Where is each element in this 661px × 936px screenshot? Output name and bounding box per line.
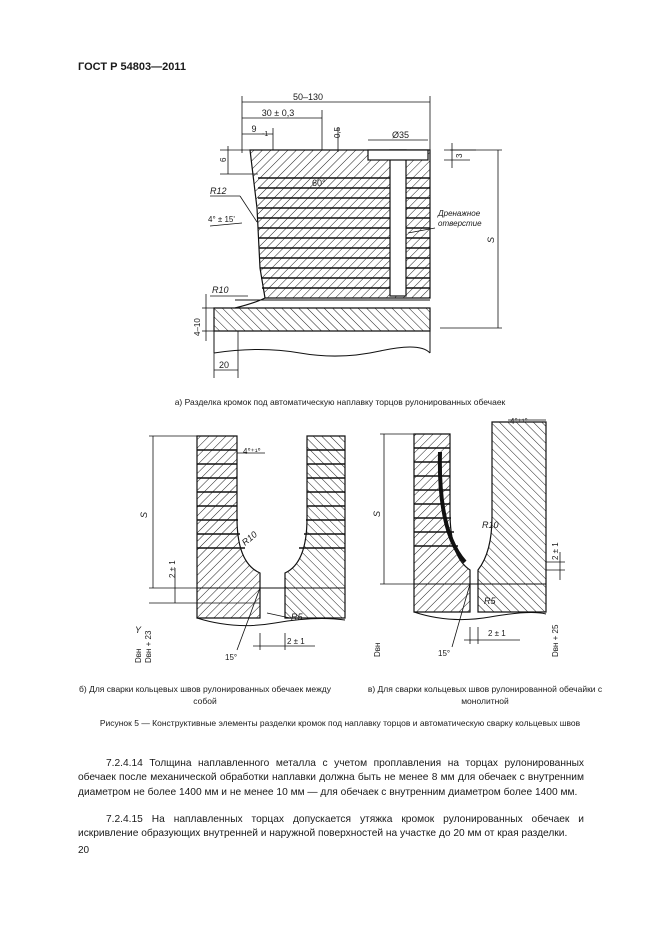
figure-a-drawing: 50–130 30 ± 0,3 9 -1 0,5 Ø35 6 3 60° R12… [193, 92, 502, 378]
dim-land: 9 [251, 124, 256, 134]
label-r10: R10 [212, 285, 229, 295]
label-r5: R5 [484, 596, 496, 606]
page-number: 20 [78, 845, 90, 856]
dim-base-gap: 4–10 [193, 318, 202, 336]
document-header: ГОСТ Р 54803—2011 [78, 61, 186, 73]
label-taper: 4° ± 15' [208, 215, 235, 224]
label-thickness-s: S [372, 511, 382, 517]
label-inner-diameter: Dвн [134, 649, 143, 663]
label-r10: R10 [240, 529, 259, 547]
paragraph-7-2-4-14: 7.2.4.14 Толщина наплавленного металла с… [78, 758, 584, 798]
paragraph-7-2-4-15: 7.2.4.15 На наплавленных торцах допускае… [78, 814, 584, 840]
figure-caption: Рисунок 5 — Конструктивные элементы разд… [99, 718, 581, 728]
label-inner-diameter: Dвн [373, 643, 382, 657]
dim-root-gap: 2 ± 1 [287, 637, 305, 646]
dim-root-gap: 2 ± 1 [488, 629, 506, 638]
label-thickness-s: S [139, 512, 149, 518]
figure-b-drawing: 4°⁺¹° S R10 2 ± 1 Y Dвн Dвн + 23 R5 2 ± … [134, 435, 346, 663]
dim-width-range: 50–130 [293, 92, 323, 102]
ring-monolith-joint-section [413, 421, 547, 621]
dim-groove-angle: 60° [312, 178, 326, 188]
dim-drain-diameter: Ø35 [392, 130, 409, 140]
label-r10: R10 [482, 520, 499, 530]
label-y: Y [135, 625, 142, 635]
label-taper: 4°⁺¹° [243, 447, 261, 456]
label-drain-hole-1: Дренажное [437, 209, 481, 218]
dim-base-offset: 20 [219, 360, 229, 370]
figure-c-caption: в) Для сварки кольцевых швов рулонирован… [367, 684, 603, 706]
dim-bevel-angle: 15° [438, 649, 450, 658]
dim-bevel-angle: 15° [225, 653, 237, 662]
label-drain-hole-2: отверстие [438, 219, 482, 228]
label-inner-diameter-plus: Dвн + 23 [144, 630, 153, 663]
dim-land-tolerance: -1 [262, 131, 268, 138]
dim-step: 0,5 [333, 126, 342, 138]
label-r5: R5 [291, 612, 303, 622]
weld-overlay-section [213, 149, 431, 357]
figure-a-caption: а) Разделка кромок под автоматическую на… [174, 397, 506, 407]
dim-land-height: 2 ± 1 [551, 542, 560, 560]
label-r12: R12 [210, 186, 227, 196]
figure-b-caption: б) Для сварки кольцевых швов рулонирован… [79, 684, 331, 706]
dim-land-height: 2 ± 1 [168, 560, 177, 578]
figure-c-drawing: 4°⁺¹° S R10 2 ± 1 Dвн Dвн + 25 R5 2 ± 1 … [372, 417, 565, 658]
label-thickness-s: S [486, 237, 496, 243]
dim-recess: 3 [455, 153, 464, 158]
dim-top-height: 6 [219, 157, 228, 162]
dim-groove-width: 30 ± 0,3 [262, 108, 294, 118]
label-inner-diameter-plus: Dвн + 25 [551, 624, 560, 657]
label-taper: 4°⁺¹° [510, 417, 528, 426]
ring-joint-section [196, 435, 346, 627]
